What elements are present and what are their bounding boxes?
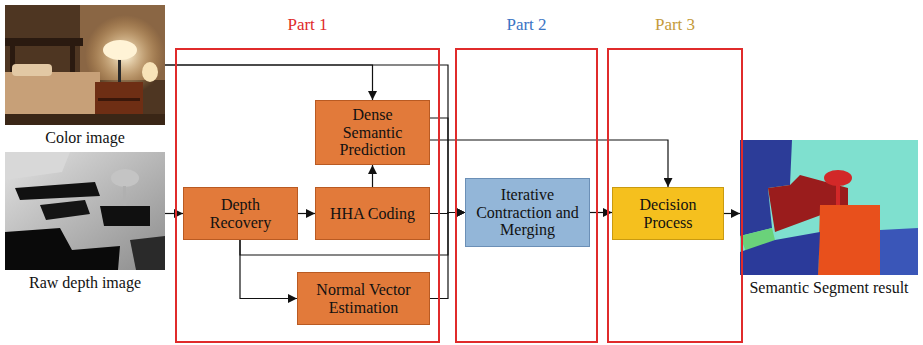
box-label: Decision Process [621,196,715,232]
stage-heading: Part 2 [457,15,596,35]
photo-pillow [12,64,52,76]
stage-frame: Part 1Dense Semantic PredictionDepth Rec… [175,48,440,343]
depth-wall [5,152,70,180]
stage-frame: Part 2Iterative Contraction and Merging [455,48,598,343]
segment-result [740,140,918,275]
box-label: Depth Recovery [192,196,289,232]
connector-arrow [240,240,297,299]
photo-wall [5,5,165,125]
connector-arrow [298,213,315,214]
segment-table [818,205,880,275]
depth-lamp-stem [123,186,126,206]
decision-box: Decision Process [612,187,724,240]
depth-hole [130,236,165,270]
depth-hole [40,200,90,220]
process-box: HHA Coding [315,187,430,240]
process-box: Dense Semantic Prediction [315,100,430,165]
connector-arrow [724,213,740,214]
process-box: Normal Vector Estimation [297,272,430,325]
photo-floor [5,114,165,125]
box-label: Iterative Contraction and Merging [474,186,581,240]
box-label: Dense Semantic Prediction [324,106,421,160]
process-box: Depth Recovery [183,187,298,240]
image-caption: Semantic Segment result [749,278,908,297]
segment-wall [740,140,918,275]
process-box: Iterative Contraction and Merging [465,178,590,247]
box-label: HHA Coding [330,205,415,223]
photo-bed [5,72,100,114]
stage-heading: Part 3 [609,15,741,35]
stage-frame: Part 3Decision Process [607,48,743,343]
depth-ground [5,152,165,270]
color-photo [5,5,165,125]
connector-arrow [372,165,373,187]
depth-hole [15,182,100,200]
image-caption: Color image [45,128,125,147]
segment-floor [740,232,820,275]
photo-lamp-small [142,62,158,82]
segment-lamp-stem [836,184,840,206]
depth-lamp [111,169,139,187]
image-caption: Raw depth image [29,273,141,292]
depth-hole [5,228,120,270]
connector-arrow [430,213,465,299]
depth-photo [5,152,165,270]
connector-arrow [165,65,373,100]
photo-bed-head [5,38,83,46]
segment-lamp [824,170,852,186]
box-label: Normal Vector Estimation [306,281,421,317]
photo-frame: Semantic Segment result [740,140,918,275]
photo-bed-post [70,46,75,76]
photo-frame: Raw depth image [5,152,165,270]
connector-arrow [430,118,465,213]
photo-drawer [98,98,140,101]
photo-lamp-shade [103,40,137,60]
photo-frame: Color image [5,5,165,125]
connector-arrow [165,213,183,214]
segment-region [880,228,918,275]
stage-heading: Part 1 [177,15,438,35]
depth-hole [100,206,150,226]
